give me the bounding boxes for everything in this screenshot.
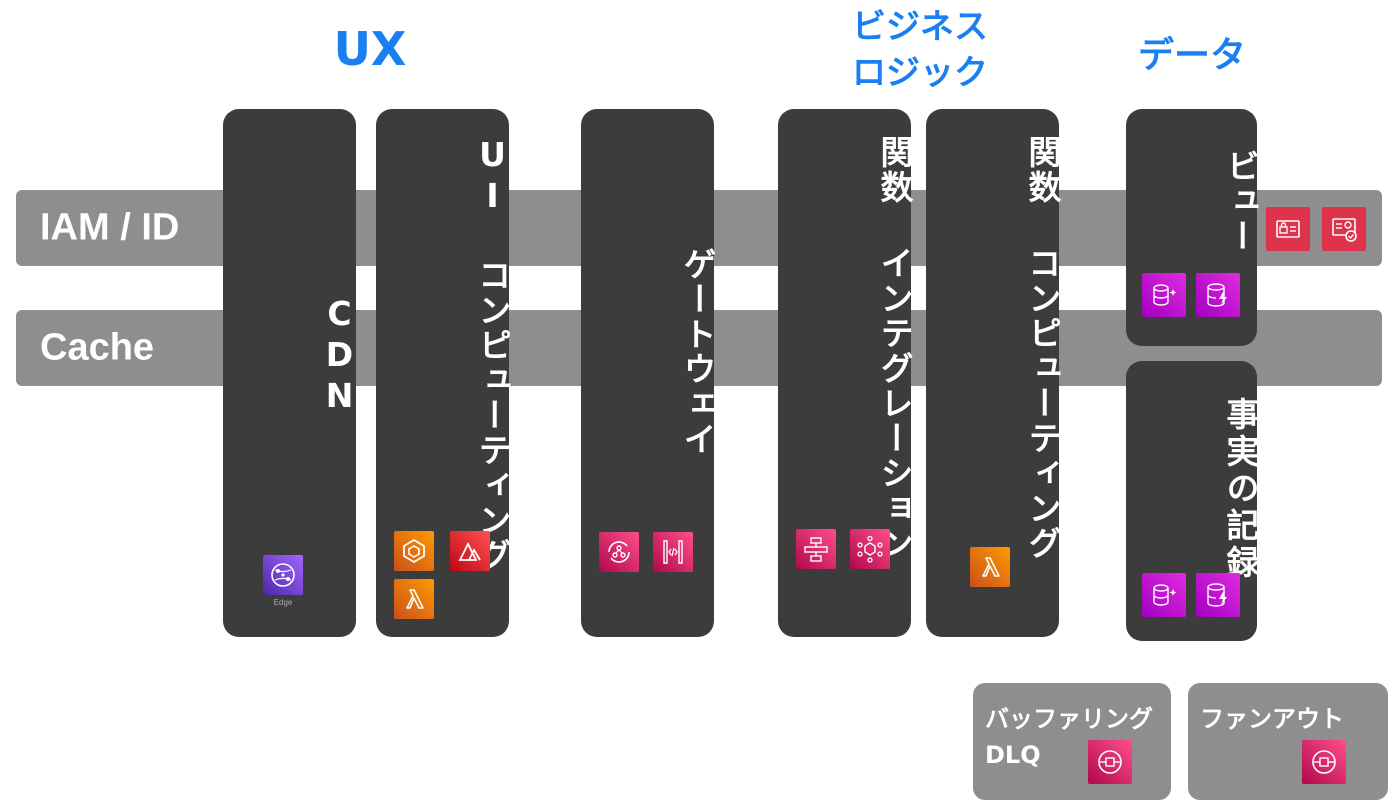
api-gateway-icon xyxy=(653,532,693,572)
column-function-computing: 関数 コンピューティング xyxy=(926,109,1062,637)
database-sparkle-icon xyxy=(1142,573,1186,617)
heading-data: データ xyxy=(1137,35,1246,76)
column-gateway: ゲートウェイ xyxy=(581,109,717,637)
column-cdn: CDN Edge xyxy=(223,109,359,637)
column-record-of-fact: 事実の記録 xyxy=(1126,361,1260,641)
database-sparkle-icon xyxy=(1142,273,1186,317)
column-function-integration-label: 関数 インテグレーション xyxy=(875,135,914,561)
column-ui-computing-label: UI コンピューティング xyxy=(473,135,512,573)
identity-card-lock-icon xyxy=(1266,207,1310,251)
column-function-computing-label: 関数 コンピューティング xyxy=(1023,135,1062,561)
appsync-icon xyxy=(599,532,639,572)
heading-ux: UX xyxy=(333,22,407,76)
buffering-dlq-box: バッファリング DLQ xyxy=(973,683,1171,800)
heading-business-logic: ビジネス ロジック xyxy=(852,7,988,93)
sns-icon xyxy=(1302,740,1346,784)
ecs-icon xyxy=(394,531,434,571)
lambda-icon xyxy=(970,547,1010,587)
lambda-icon xyxy=(394,579,434,619)
cloudfront-icon xyxy=(263,555,303,595)
column-function-integration: 関数 インテグレーション xyxy=(778,109,914,637)
column-record-of-fact-label: 事実の記録 xyxy=(1221,397,1260,582)
column-ui-computing: UI コンピューティング xyxy=(376,109,512,637)
column-gateway-label: ゲートウェイ xyxy=(678,247,717,457)
band-label-cache: Cache xyxy=(40,326,155,369)
dlq-label: DLQ xyxy=(985,741,1041,769)
dynamodb-icon xyxy=(1196,273,1240,317)
certificate-manager-icon xyxy=(1322,207,1366,251)
column-view: ビュー xyxy=(1126,109,1260,346)
eventbridge-icon xyxy=(850,529,890,569)
column-cdn-label: CDN xyxy=(320,294,359,417)
band-label-iam: IAM / ID xyxy=(40,206,180,249)
amplify-icon xyxy=(450,531,490,571)
fanout-title: ファンアウト xyxy=(1200,705,1344,733)
step-functions-icon xyxy=(796,529,836,569)
buffering-title: バッファリング xyxy=(985,705,1153,733)
column-view-label: ビュー xyxy=(1221,149,1260,254)
sqs-icon xyxy=(1088,740,1132,784)
fanout-box: ファンアウト xyxy=(1188,683,1388,800)
dynamodb-icon xyxy=(1196,573,1240,617)
edge-caption: Edge xyxy=(273,598,293,607)
